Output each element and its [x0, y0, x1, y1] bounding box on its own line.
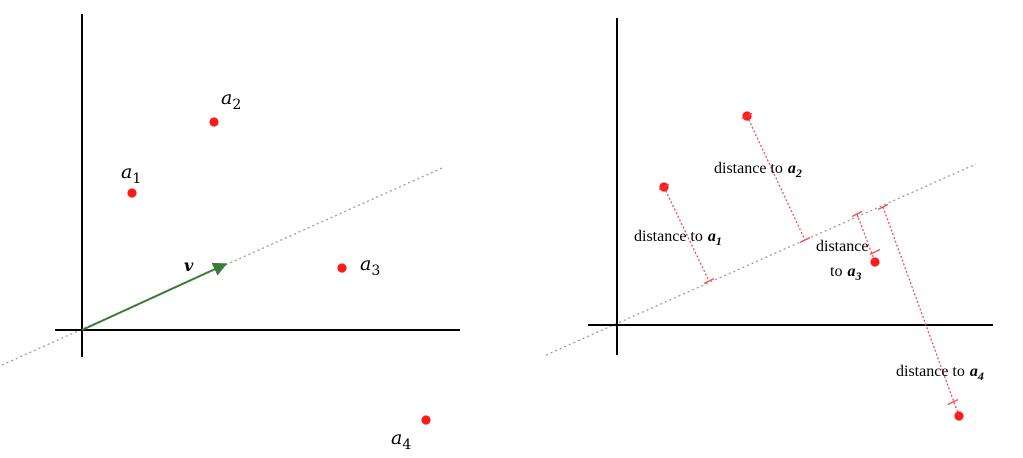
label-a1: a1: [121, 161, 141, 187]
distance-cap-a2-bottom: [799, 237, 811, 243]
distance-cap-a1-top: [658, 184, 670, 190]
vector-v-arrow: [81, 262, 228, 331]
distance-cap-a4-bottom: [947, 399, 959, 405]
distance-line-a4: [882, 206, 960, 417]
point-a2: [209, 117, 219, 127]
label-a3: a3: [360, 253, 380, 279]
left-panel: v a1 a2 a3 a4: [1, 14, 460, 453]
distance-cap-a3-bottom: [869, 249, 881, 255]
point-a3-right: [870, 257, 880, 267]
distance-cap-a2-top: [741, 113, 753, 119]
distance-label-a3-line1: distance: [816, 238, 868, 255]
point-a4-right: [954, 411, 964, 421]
right-projection-line: [545, 163, 977, 356]
point-a4: [421, 415, 431, 425]
distance-line-a3: [856, 213, 876, 263]
distance-cap-a1-bottom: [703, 278, 715, 284]
distance-line-a2: [746, 115, 806, 241]
label-a4: a4: [391, 427, 411, 453]
distance-line-a1: [663, 186, 710, 282]
vector-v-label: v: [184, 256, 194, 275]
point-a1: [127, 188, 137, 198]
point-a3: [337, 263, 347, 273]
distance-cap-a4-top: [877, 204, 889, 210]
distance-cap-a3-top: [851, 211, 863, 217]
label-a2: a2: [221, 87, 241, 113]
